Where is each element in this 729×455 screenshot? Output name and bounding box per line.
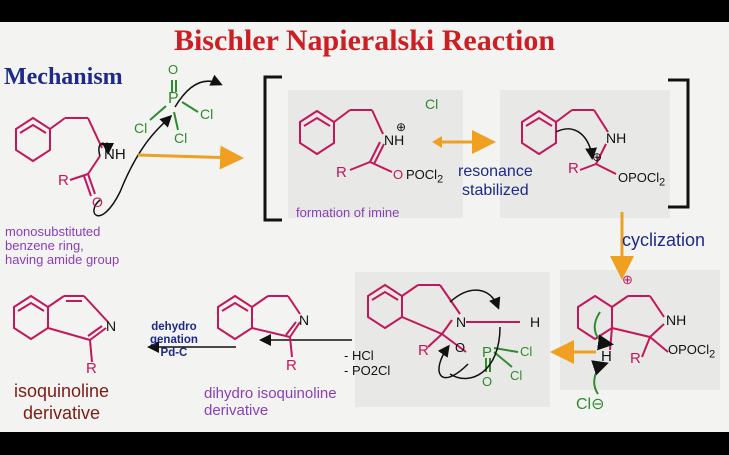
isoquinoline-caption: isoquinoline derivative [14,381,110,423]
section-heading: Mechanism [4,64,123,90]
chloride-label: Cl [425,96,439,112]
resonance-label: resonance stabilized [458,163,533,199]
isoquinoline-n-label: N [106,318,117,334]
nitrilium-opocl-label: OPOCl2 [618,170,666,189]
cyclized-opocl-label: OPOCl2 [668,342,716,361]
isoquinoline-r-label: R [86,360,97,377]
right-bracket [668,78,690,209]
pocl3 [149,80,199,131]
imine-nh-label: NH [384,132,405,148]
imine-pocl-label: POCl2 [406,167,444,186]
cyclized-plus-label: ⊕ [622,272,633,287]
imine-plus-label: ⊕ [396,120,407,134]
nitrilium-nh-label: NH [606,130,627,146]
nitrilium-molecule [521,109,617,175]
elimination-molecule [367,283,520,353]
diagram-title: Bischler Napieralski Reaction [173,24,556,57]
amide-molecule [15,116,103,197]
pocl3-o-label: O [168,62,179,77]
elim-cl1-label: Cl [520,344,533,359]
dihydro-n-label: N [299,312,310,328]
elim-o-label: O [455,340,466,355]
elim-n-label: N [456,314,467,330]
amide-o-label: O [92,194,103,210]
imine-r-label: R [336,164,347,181]
elim-cl2-label: Cl [510,368,523,383]
nitrilium-plus-label: ⊕ [592,150,603,164]
mechanism-drawing [13,74,720,407]
chloride-base-label: Cl⊖ [576,396,605,413]
elim-p-label: P [482,344,493,361]
dihydroisoquinoline-molecule [217,294,301,358]
elim-o2-label: O [482,374,493,389]
isoquinoline-molecule [13,294,109,363]
pocl3-cl-right-label: Cl [200,106,214,122]
resonance-panel [500,90,670,218]
amide-r-label: R [58,172,69,189]
diagram-canvas: Bischler Napieralski Reaction Mechanism [0,22,729,432]
cyclized-nh-label: NH [666,312,687,328]
elim-h-label: H [530,314,541,330]
cyclized-h-label: H [601,348,612,365]
elim-r-label: R [418,342,429,359]
amide-nh-label: NH [104,146,126,163]
imine-o-label: O [393,167,404,182]
formation-of-imine-label: formation of imine [296,205,400,220]
dihydro-caption: dihydro isoquinoline derivative [204,385,337,419]
cyclized-r-label: R [630,350,641,367]
imine-molecule [299,109,393,173]
nitrilium-r-label: R [568,160,579,177]
cyclization-label: cyclization [622,230,706,250]
dihydro-r-label: R [286,357,297,374]
pocl3-cl-left-label: Cl [134,120,148,136]
cyclized-panel [560,270,720,390]
amide-caption: monosubstituted benzene ring, having ami… [5,224,120,267]
dehydrogenation-label: dehydro genation Pd-C [150,321,198,359]
pocl3-p-label: P [168,90,179,107]
pocl3-cl-bottom-label: Cl [174,130,188,146]
left-bracket [263,75,282,222]
byproducts-label: - HCl - PO2Cl [344,348,391,378]
